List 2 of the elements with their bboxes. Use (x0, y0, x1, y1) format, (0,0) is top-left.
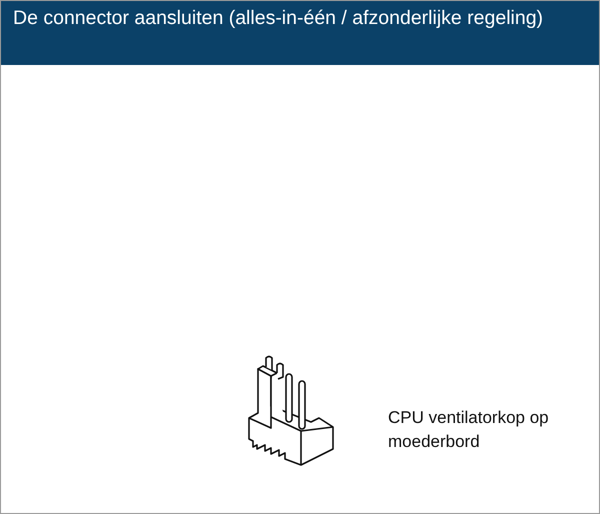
title-banner: De connector aansluiten (alles-in-één / afzonderlijke regeling) (1, 1, 599, 65)
part-label: CPU ventilatorkop op moederbord (388, 407, 550, 453)
